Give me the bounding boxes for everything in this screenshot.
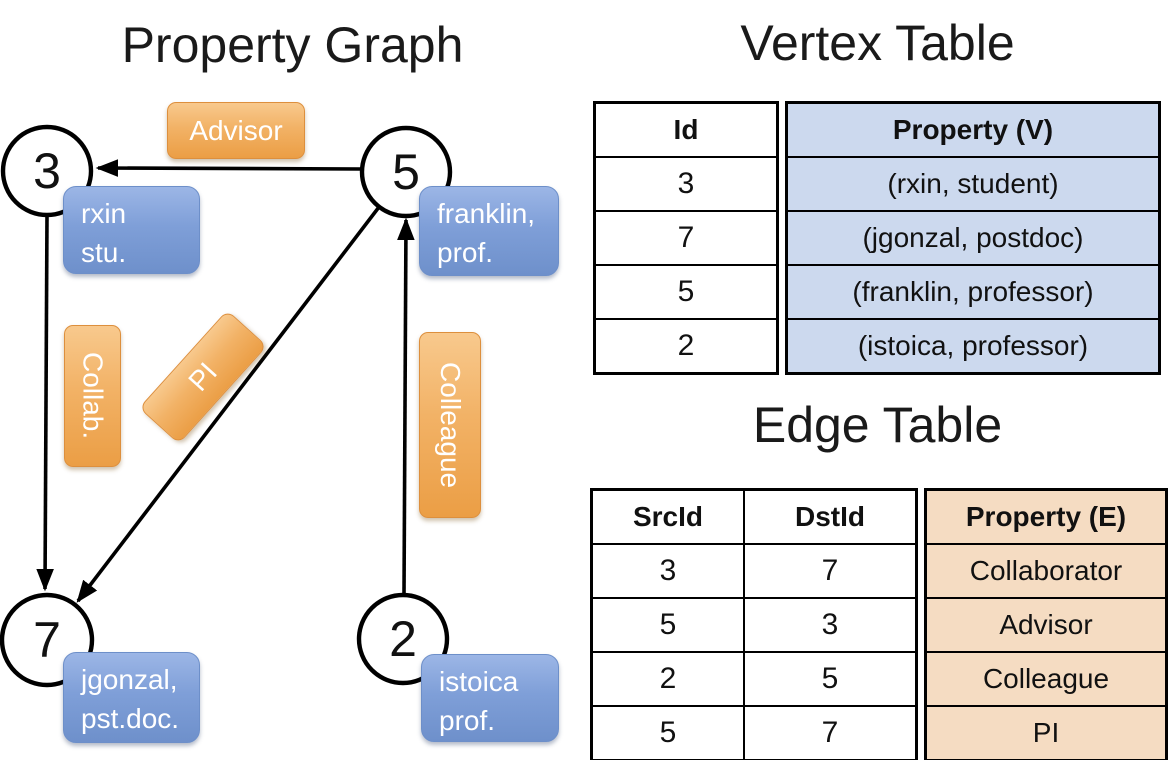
edge-table-cell-property: PI: [924, 705, 1168, 760]
edge-table: SrcId DstId 3 7 5 3 2 5 5 7 Property (E): [590, 488, 1168, 760]
edge-table-cell-src: 2: [590, 651, 745, 707]
edge-label-collab: Collab.: [64, 325, 121, 467]
edge-table-property-column: Property (E) Collaborator Advisor Collea…: [924, 488, 1168, 760]
edge-table-header-property: Property (E): [924, 488, 1168, 545]
vertex-prop-line: jgonzal,: [81, 664, 178, 695]
edge-table-cell-src: 5: [590, 597, 745, 653]
vertex-table-cell-id: 2: [593, 318, 779, 375]
vertex-prop-box-istoica: istoica prof.: [421, 654, 559, 742]
property-graph-title: Property Graph: [121, 17, 464, 73]
vertex-prop-box-rxin: rxin stu.: [63, 186, 200, 274]
vertex-table-cell-id: 3: [593, 156, 779, 212]
edge-table-cell-src: 5: [590, 705, 745, 760]
edge-label-colleague: Colleague: [419, 332, 481, 518]
vertex-table-header-property: Property (V): [785, 101, 1161, 158]
vertex-table-cell-property: (istoica, professor): [785, 318, 1161, 375]
vertex-table-cell-property: (franklin, professor): [785, 264, 1161, 320]
vertex-table-id-column: Id 3 7 5 2: [593, 101, 779, 375]
edge-table-cell-property: Colleague: [924, 651, 1168, 707]
edge-table-cell-dst: 7: [743, 543, 918, 599]
edge-label-advisor: Advisor: [167, 102, 305, 159]
vertex-prop-line: rxin: [81, 198, 127, 229]
edge-collab-3-to-7: [36, 214, 54, 592]
vertex-id-3: 3: [33, 143, 61, 199]
edge-table-title: Edge Table: [752, 397, 1003, 453]
edge-colleague-2-to-5: [397, 217, 415, 595]
vertex-table-header-id: Id: [593, 101, 779, 158]
vertex-id-2: 2: [389, 611, 417, 667]
edge-table-header-srcid: SrcId: [590, 488, 745, 545]
vertex-table-cell-id: 7: [593, 210, 779, 266]
vertex-prop-line: pst.doc.: [81, 702, 180, 734]
edge-table-cell-dst: 5: [743, 651, 918, 707]
vertex-table-cell-id: 5: [593, 264, 779, 320]
vertex-prop-line: prof.: [437, 236, 494, 268]
edge-table-header-dstid: DstId: [743, 488, 918, 545]
edge-table-cell-property: Advisor: [924, 597, 1168, 653]
vertex-table-cell-property: (jgonzal, postdoc): [785, 210, 1161, 266]
vertex-prop-line: prof.: [439, 704, 496, 736]
vertex-id-5: 5: [392, 144, 420, 200]
vertex-prop-box-franklin: franklin, prof.: [419, 186, 559, 276]
vertex-table: Id 3 7 5 2 Property (V) (rxin, student) …: [593, 101, 1161, 375]
vertex-prop-box-jgonzal: jgonzal, pst.doc.: [63, 652, 200, 743]
vertex-table-cell-property: (rxin, student): [785, 156, 1161, 212]
edge-table-cell-dst: 7: [743, 705, 918, 760]
vertex-prop-line: stu.: [81, 236, 127, 268]
edge-table-cell-src: 3: [590, 543, 745, 599]
edge-pi-5-to-7: [76, 205, 381, 603]
vertex-table-title: Vertex Table: [740, 15, 1015, 71]
vertex-table-property-column: Property (V) (rxin, student) (jgonzal, p…: [785, 101, 1161, 375]
edge-table-cell-property: Collaborator: [924, 543, 1168, 599]
vertex-prop-line: franklin,: [437, 198, 536, 229]
edge-advisor-5-to-3: [95, 159, 363, 177]
edge-table-cell-dst: 3: [743, 597, 918, 653]
vertex-id-7: 7: [33, 612, 61, 668]
vertex-prop-line: istoica: [439, 666, 519, 697]
edge-table-id-columns: SrcId DstId 3 7 5 3 2 5 5 7: [590, 488, 918, 760]
